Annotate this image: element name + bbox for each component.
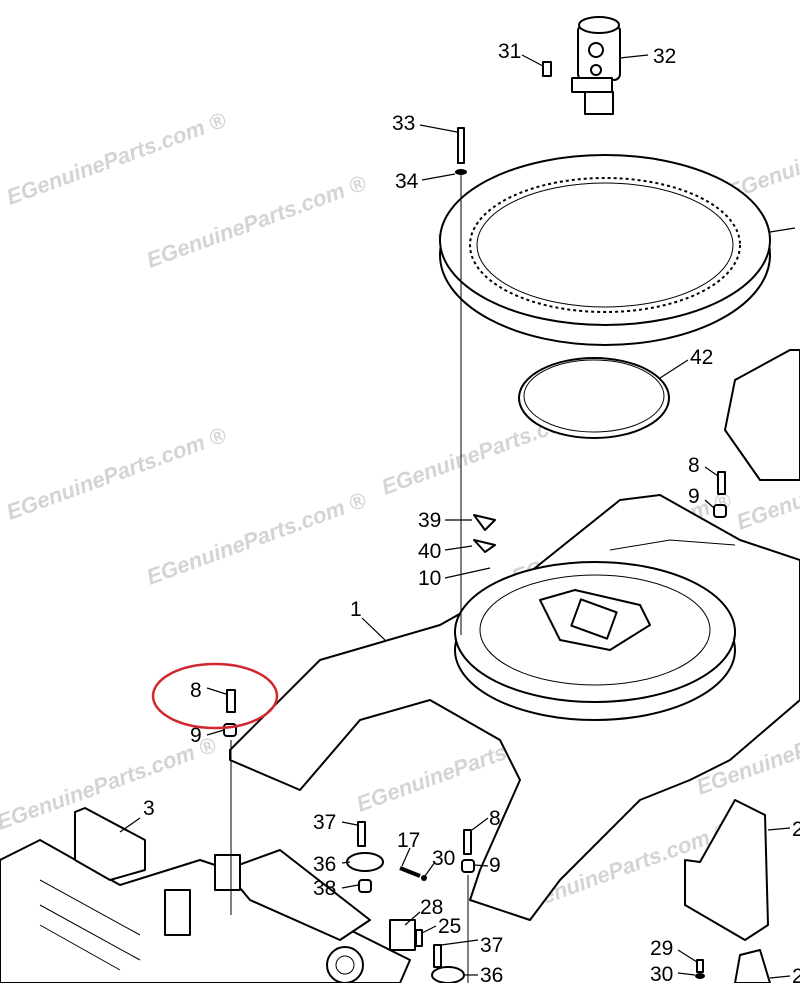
callout-17: 17: [397, 829, 420, 852]
callout-42: 42: [690, 346, 713, 369]
bracket: [734, 949, 771, 983]
cover-plate: [684, 799, 769, 941]
watermark: EGenuineParts.com ®: [3, 422, 230, 525]
callout-2: 2: [792, 818, 800, 841]
callout-36: 36: [313, 853, 336, 876]
seal-ring: [518, 357, 670, 439]
callout-37: 37: [313, 811, 336, 834]
track-frame: [0, 807, 416, 983]
lower-frame: [229, 349, 800, 921]
callout-9: 9: [688, 485, 700, 508]
callout-40: 40: [418, 540, 441, 563]
callout-25: 25: [438, 915, 461, 938]
callout-30: 30: [650, 963, 673, 983]
callout-2: 2: [792, 965, 800, 983]
callout-8: 8: [489, 807, 501, 830]
seal-ring-inner: [523, 359, 665, 433]
callout-39: 39: [418, 509, 441, 532]
callout-3: 3: [143, 797, 155, 820]
callout-1: 1: [350, 598, 362, 621]
callout-28: 28: [420, 896, 443, 919]
callout-9: 9: [489, 854, 501, 877]
leader-lines: [119, 54, 796, 979]
callout-36: 36: [480, 964, 503, 983]
callout-8: 8: [688, 454, 700, 477]
callout-31: 31: [498, 40, 521, 63]
callout-30: 30: [432, 847, 455, 870]
watermark: EGenuineParts.com ®: [143, 487, 370, 590]
highlight-circle: [151, 662, 279, 730]
callout-10: 10: [418, 567, 441, 590]
callout-8-highlighted: 8: [190, 679, 202, 702]
callout-9: 9: [190, 724, 202, 747]
callout-34: 34: [395, 170, 419, 193]
callout-32: 32: [653, 45, 676, 68]
watermark: EGenuineParts.com ®: [3, 107, 230, 210]
swivel-joint: [571, 16, 621, 115]
center-lines: [230, 175, 469, 983]
callout-38: 38: [313, 877, 336, 900]
callout-37: 37: [480, 934, 503, 957]
watermark: EGenuineParts.com ®: [0, 732, 220, 835]
callout-33: 33: [392, 112, 415, 135]
watermark: EGenuineParts.com ®: [143, 170, 370, 273]
callout-29: 29: [650, 937, 673, 960]
callouts: 31 32 33 34 42 8 9 39 40 10 1 8 9 3 37 3…: [143, 40, 800, 983]
slew-ring: [439, 154, 771, 346]
